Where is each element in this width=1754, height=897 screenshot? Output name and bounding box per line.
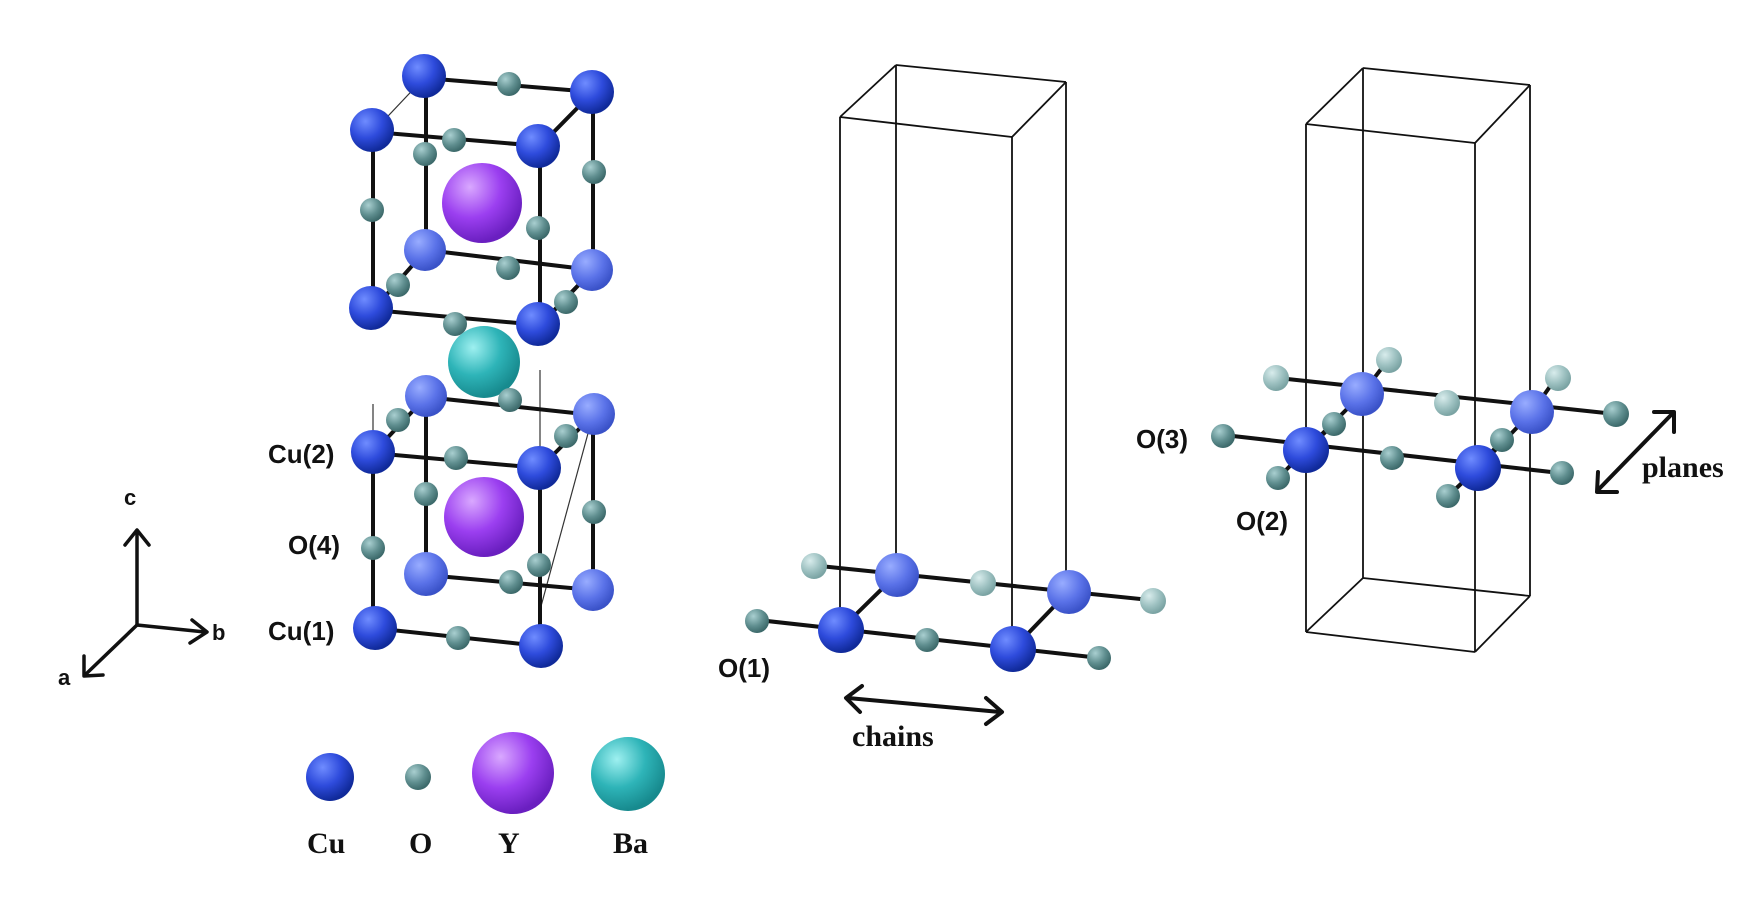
label-o2: O(2) [1236,506,1288,536]
o-atom [446,626,470,650]
o-atom [582,500,606,524]
o-atom [527,553,551,577]
o-atom [745,609,769,633]
o-atom [1211,424,1235,448]
cu-atom [405,375,447,417]
chain-bonds [756,563,1152,660]
cu-atom [516,124,560,168]
cu-atom [571,249,613,291]
o-atom [1322,412,1346,436]
cu-atom [1455,445,1501,491]
legend-y-label: Y [498,827,520,860]
o-atom [1087,646,1111,670]
chains-label: chains [852,720,934,753]
label-cu2: Cu(2) [268,439,334,469]
planes-label: planes [1642,451,1724,484]
axis-c-label: c [124,485,136,510]
o-atom [1490,428,1514,452]
o-atom [554,424,578,448]
o-atom [1436,484,1460,508]
o-atom [1380,446,1404,470]
cu-atom [818,607,864,653]
cu-atom [517,446,561,490]
o-atom [1263,365,1289,391]
axis-a-label: a [58,665,71,690]
label-o3: O(3) [1136,424,1188,454]
cu-atom [351,430,395,474]
chains-cell-box [839,64,1067,648]
legend-ba-label: Ba [613,827,648,860]
o-atom [443,312,467,336]
cu-atom [572,569,614,611]
o-atom [801,553,827,579]
chains-double-arrow [844,684,1004,726]
o-atom [1376,347,1402,373]
planes-structure [1211,67,1676,653]
o-atom [1550,461,1574,485]
cu-atom [519,624,563,668]
legend-o-swatch [405,764,431,790]
o-atom [361,536,385,560]
o-atom [386,408,410,432]
legend-y-swatch [472,732,554,814]
cu-atom [350,108,394,152]
ba-atom [448,326,520,398]
label-cu1: Cu(1) [268,616,334,646]
o-atom [970,570,996,596]
o-atom [526,216,550,240]
axis-b-label: b [212,620,225,645]
cu-atom [402,54,446,98]
label-o1: O(1) [718,653,770,683]
cu-atom [570,70,614,114]
o-atom [498,388,522,412]
o-atom [499,570,523,594]
o-atom [386,273,410,297]
legend: Cu O Y Ba [306,732,665,860]
cu-atom [353,606,397,650]
planes-double-arrow [1595,410,1676,494]
cu-atom [404,552,448,596]
o-atom [1545,365,1571,391]
cu-atom [990,626,1036,672]
cu-atom [1510,390,1554,434]
cu-atom [1047,570,1091,614]
o-atom [414,482,438,506]
o-atom [444,446,468,470]
chains-structure [745,64,1166,726]
o-atom [442,128,466,152]
o-atom [582,160,606,184]
cu-atom [404,229,446,271]
y-atom [442,163,522,243]
o-atom [496,256,520,280]
axis-triad [82,528,209,678]
o-atom [1603,401,1629,427]
o-atom [554,290,578,314]
cu-atom [875,553,919,597]
cu-atom [573,393,615,435]
cu-atom [1340,372,1384,416]
unit-cell-structure [349,54,615,668]
legend-cu-label: Cu [307,827,345,860]
cu-atom [1283,427,1329,473]
cu-atom [516,302,560,346]
legend-ba-swatch [591,737,665,811]
cu-atom [349,286,393,330]
o-atom [360,198,384,222]
o-atom [915,628,939,652]
atoms [349,54,615,668]
label-o4: O(4) [288,530,340,560]
legend-cu-swatch [306,753,354,801]
o-atom [1434,390,1460,416]
o-atom [1140,588,1166,614]
legend-o-label: O [409,827,432,860]
planes-cell-box [1305,67,1531,653]
y-atom [444,477,524,557]
o-atom [1266,466,1290,490]
o-atom [413,142,437,166]
o-atom [497,72,521,96]
